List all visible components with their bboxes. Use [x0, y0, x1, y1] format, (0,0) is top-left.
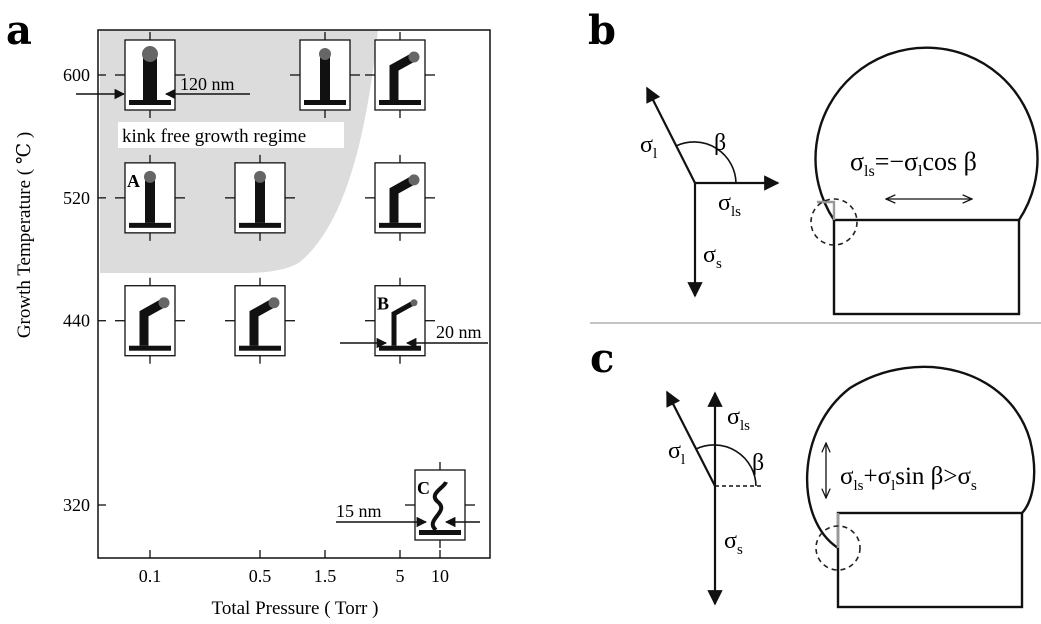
morphology-marker: C — [405, 462, 475, 548]
contact-circle-b — [810, 198, 858, 246]
morphology-marker — [225, 277, 295, 364]
x-axis-ticks: 0.1 0.5 1.5 5 10 — [139, 550, 449, 586]
panel-b: b σl β σls σs σls=−σlcos β — [588, 7, 1039, 316]
beta-label-c: β — [752, 450, 764, 476]
pillar-c — [836, 511, 1024, 609]
annotation-15nm: 15 nm — [336, 501, 480, 528]
morphology-marker — [115, 277, 185, 364]
morphology-marker — [225, 154, 295, 241]
annotation-20nm-text: 20 nm — [436, 322, 482, 342]
x-tick-label: 0.5 — [249, 566, 272, 586]
sigma-l-label-b: σl — [640, 132, 657, 162]
x-tick-label: 1.5 — [314, 566, 337, 586]
y-tick-label: 440 — [63, 311, 90, 331]
marker-label: A — [127, 171, 140, 191]
marker-label: B — [377, 294, 389, 314]
pillar-b — [832, 218, 1021, 316]
panel-b-letter: b — [588, 7, 616, 54]
morphology-marker — [290, 32, 360, 118]
force-diagram-b: σl β σls σs — [640, 86, 780, 298]
annotation-120nm-text: 120 nm — [180, 74, 235, 94]
plot-frame — [97, 29, 491, 559]
sigma-l-label-c: σl — [668, 438, 685, 468]
sigma-s-label-b: σs — [703, 242, 722, 272]
equation-b: σls=−σlcos β — [850, 147, 977, 180]
y-tick-label: 520 — [63, 188, 90, 208]
droplet-b — [814, 46, 1039, 221]
panel-a-letter: a — [6, 7, 32, 54]
annotation-120nm: 120 nm — [76, 74, 250, 100]
inequality-c: σls+σlsin β>σs — [840, 463, 977, 494]
annotation-15nm-text: 15 nm — [336, 501, 382, 521]
marker-label: C — [417, 478, 430, 498]
panel-c: c σl σls β σs σls+σlsin β>σs — [590, 335, 1036, 609]
x-tick-label: 0.1 — [139, 566, 162, 586]
y-tick-label: 600 — [63, 65, 90, 85]
regime-label: kink free growth regime — [122, 126, 306, 147]
morphology-marker — [365, 154, 435, 241]
morphology-marker — [115, 32, 185, 118]
morphology-marker — [365, 32, 435, 118]
contact-circle-c — [815, 525, 861, 571]
morphology-markers: A B C — [115, 32, 475, 548]
morphology-marker: B — [365, 277, 435, 364]
x-axis-title: Total Pressure ( Torr ) — [212, 598, 379, 619]
droplet-c — [805, 365, 1036, 550]
y-tick-label: 320 — [63, 495, 90, 515]
beta-arc-c — [695, 444, 757, 487]
panel-a: a 600 520 440 320 0.1 0.5 1.5 5 10 A B C kink fre… — [6, 7, 491, 619]
y-axis-title: Growth Temperature ( ℃ ) — [14, 132, 35, 338]
droplet-pillar-c: σls+σlsin β>σs — [805, 365, 1036, 609]
sigma-ls-label-b: σls — [718, 190, 741, 220]
beta-label-b: β — [714, 130, 726, 156]
contact-line-b — [817, 200, 836, 220]
x-tick-label: 10 — [431, 566, 449, 586]
morphology-marker: A — [115, 154, 185, 241]
droplet-pillar-b: σls=−σlcos β — [810, 46, 1039, 316]
sigma-l-vector-c — [666, 390, 716, 487]
x-tick-label: 5 — [396, 566, 405, 586]
regime-label-background — [118, 122, 344, 148]
force-diagram-c: σl σls β σs — [666, 390, 764, 606]
y-axis-ticks: 600 520 440 320 — [63, 65, 106, 515]
sigma-s-label-c: σs — [724, 528, 743, 558]
annotation-20nm: 20 nm — [340, 322, 488, 349]
panel-c-letter: c — [590, 335, 614, 382]
beta-arc-b — [675, 141, 737, 184]
sigma-ls-label-c: σls — [727, 404, 750, 434]
sigma-l-vector-b — [646, 86, 696, 184]
